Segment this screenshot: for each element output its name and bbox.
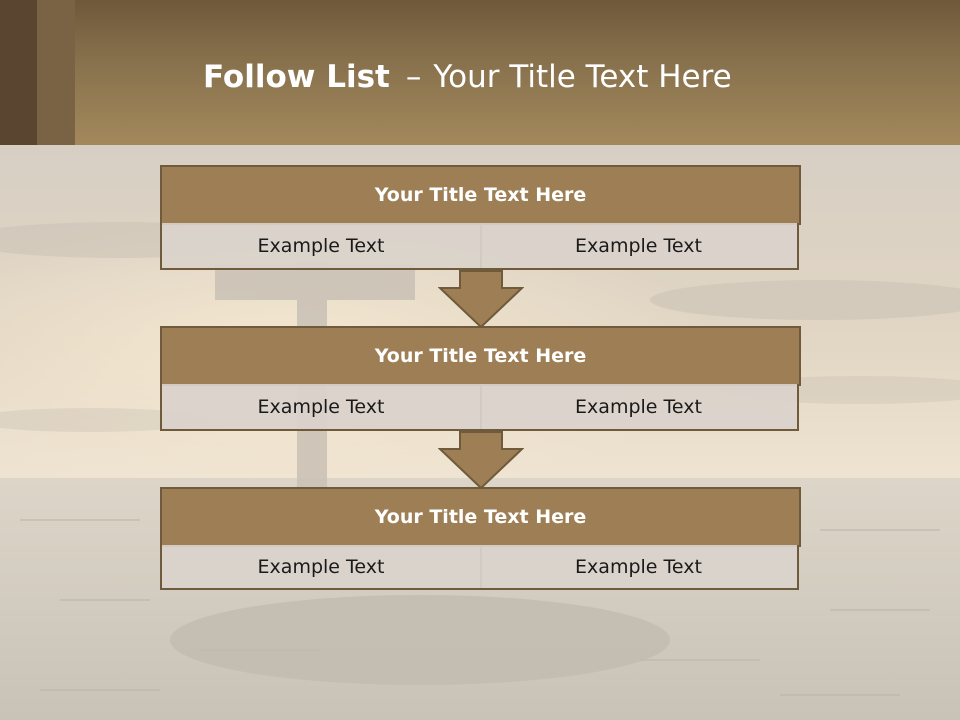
- slide-title-rest: Your Title Text Here: [433, 59, 732, 95]
- step-title[interactable]: Your Title Text Here: [160, 326, 801, 386]
- step-title[interactable]: Your Title Text Here: [160, 165, 801, 225]
- step-title[interactable]: Your Title Text Here: [160, 487, 801, 547]
- header-accent-stripe: [0, 0, 37, 145]
- step-text-right[interactable]: Example Text: [480, 223, 799, 270]
- header-accent-stripe: [37, 0, 75, 145]
- step-text-left[interactable]: Example Text: [160, 545, 482, 590]
- header-band: [0, 0, 960, 145]
- step-text-right[interactable]: Example Text: [480, 545, 799, 590]
- step-text-left[interactable]: Example Text: [160, 223, 482, 270]
- slide-title: Follow List–Your Title Text Here: [203, 52, 732, 102]
- down-arrow-icon: [438, 431, 524, 489]
- slide-title-separator: –: [405, 59, 422, 95]
- step-text-left[interactable]: Example Text: [160, 384, 482, 431]
- step-text-right[interactable]: Example Text: [480, 384, 799, 431]
- slide-title-strong: Follow List: [203, 59, 390, 95]
- down-arrow-icon: [438, 270, 524, 328]
